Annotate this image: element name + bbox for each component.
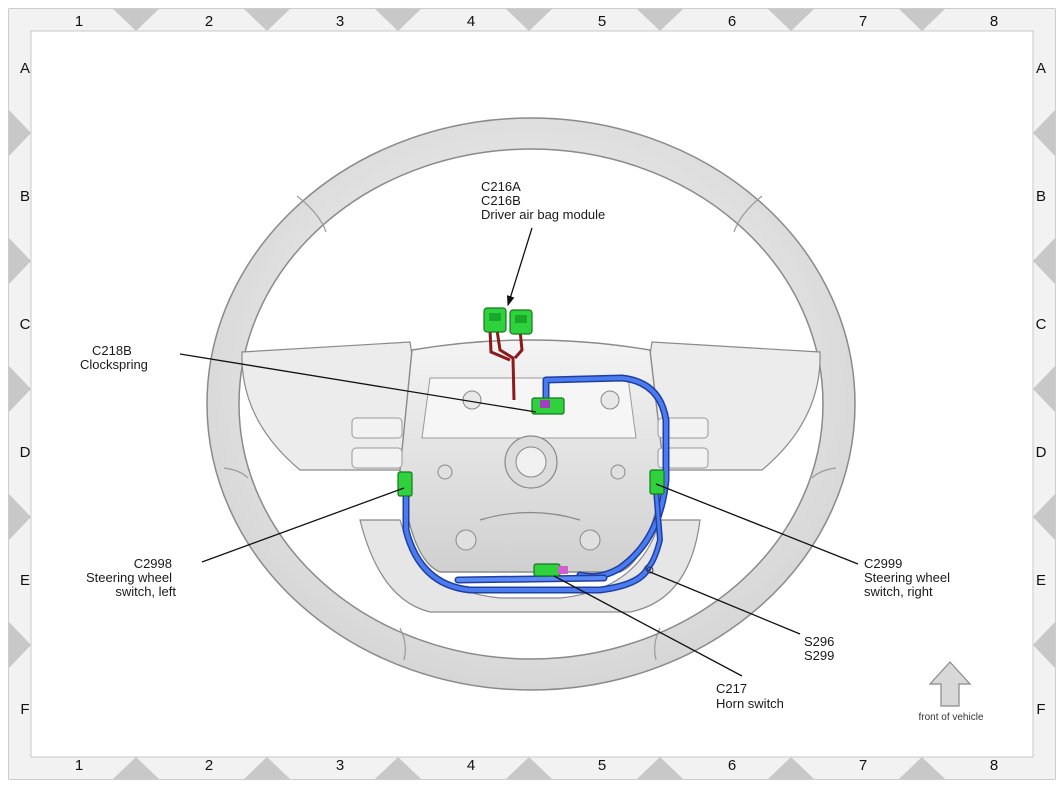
label-c217: C217: [716, 681, 747, 696]
grid-col-8: 8: [990, 13, 998, 30]
label-horn-desc: Horn switch: [716, 696, 784, 711]
grid-row-a-right: A: [1036, 60, 1046, 77]
label-switch-right-desc1: Steering wheel: [864, 570, 950, 585]
leader-splice: [649, 571, 801, 635]
front-of-vehicle-indicator: front of vehicle: [918, 661, 984, 723]
grid-row-labels-right: A B C D E F: [1036, 60, 1047, 718]
connectors: [397, 307, 665, 577]
grid-row-labels-left: A B C D E F: [20, 60, 31, 718]
blue-harness: [402, 374, 670, 594]
callout-airbag: C216A C216B Driver air bag module: [481, 179, 605, 222]
grid-col-5: 5: [598, 13, 606, 30]
grid-row-c-right: C: [1036, 316, 1047, 333]
label-s296: S296: [804, 634, 834, 649]
grid-col-7: 7: [859, 13, 867, 30]
grid-row-f-right: F: [1036, 701, 1045, 718]
grid-col-4-bottom: 4: [467, 757, 475, 774]
splice-point: [646, 566, 654, 574]
steering-wheel: [206, 117, 856, 691]
grid-col-2-bottom: 2: [205, 757, 213, 774]
label-clockspring-desc: Clockspring: [80, 357, 148, 372]
grid-row-c: C: [20, 316, 31, 333]
grid-col-6-bottom: 6: [728, 757, 736, 774]
grid-col-1-bottom: 1: [75, 757, 83, 774]
label-c2998: C2998: [134, 556, 172, 571]
label-switch-right-desc2: switch, right: [864, 584, 933, 599]
label-c216b: C216B: [481, 193, 521, 208]
grid-row-e-right: E: [1036, 572, 1046, 589]
label-s299: S299: [804, 648, 834, 663]
leader-switch-left: [201, 487, 405, 563]
leader-clockspring: [179, 353, 537, 413]
grid-row-e: E: [20, 572, 30, 589]
grid-col-7-bottom: 7: [859, 757, 867, 774]
grid-row-d: D: [20, 444, 31, 461]
label-c216a: C216A: [481, 179, 521, 194]
callout-horn: C217 Horn switch: [716, 681, 784, 711]
grid-col-3: 3: [336, 13, 344, 30]
grid-col-1: 1: [75, 13, 83, 30]
grid-row-b-right: B: [1036, 188, 1046, 205]
airbag-harness: [488, 329, 524, 401]
callout-splice: S296 S299: [804, 634, 834, 663]
label-c218b: C218B: [92, 343, 132, 358]
callout-switch-right: C2999 Steering wheel switch, right: [864, 556, 950, 599]
grid-row-d-right: D: [1036, 444, 1047, 461]
leader-airbag: [506, 227, 533, 307]
grid-col-4: 4: [467, 13, 475, 30]
connector-c2999: [649, 469, 665, 495]
callout-switch-left: C2998 Steering wheel switch, left: [86, 556, 176, 599]
callout-clockspring: C218B Clockspring: [80, 343, 148, 372]
leader-lines: [179, 227, 859, 677]
connector-c217: [533, 563, 568, 577]
grid-column-labels-bottom: 1 2 3 4 5 6 7 8: [75, 757, 998, 774]
grid-col-5-bottom: 5: [598, 757, 606, 774]
grid-col-6: 6: [728, 13, 736, 30]
grid-ticks: [9, 9, 1055, 779]
grid-col-3-bottom: 3: [336, 757, 344, 774]
connector-c2998: [397, 471, 413, 497]
label-c2999: C2999: [864, 556, 902, 571]
grid-row-b: B: [20, 188, 30, 205]
connector-c218b: [531, 397, 565, 415]
grid-col-8-bottom: 8: [990, 757, 998, 774]
connector-c216a: [483, 307, 507, 333]
grid-row-f: F: [20, 701, 29, 718]
front-of-vehicle-label: front of vehicle: [918, 712, 983, 723]
leader-switch-right: [655, 483, 859, 565]
grid-col-2: 2: [205, 13, 213, 30]
label-airbag-desc: Driver air bag module: [481, 207, 605, 222]
label-switch-left-desc1: Steering wheel: [86, 570, 172, 585]
label-switch-left-desc2: switch, left: [115, 584, 176, 599]
up-arrow-icon: [928, 661, 972, 707]
wiring-harness: [402, 329, 670, 594]
grid-row-a: A: [20, 60, 30, 77]
grid-column-labels-top: 1 2 3 4 5 6 7 8: [75, 13, 998, 30]
leader-horn: [553, 575, 743, 677]
connector-c216b: [509, 309, 533, 335]
